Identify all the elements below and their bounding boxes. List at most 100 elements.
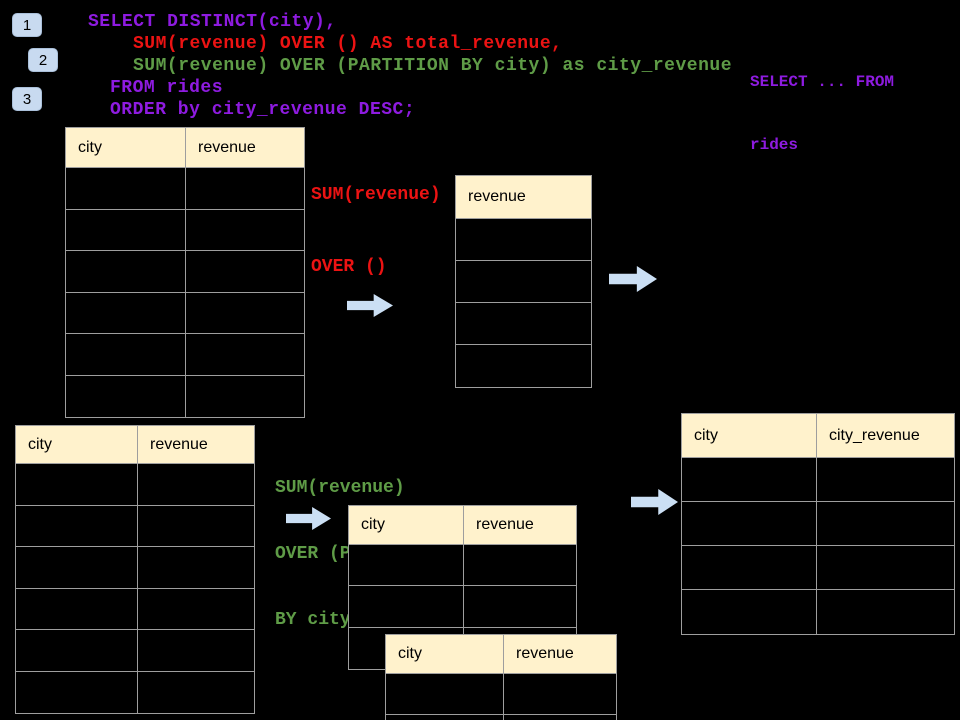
table-cell <box>682 546 817 590</box>
table-cell <box>186 376 304 418</box>
table-cell <box>186 251 304 293</box>
table-row <box>682 458 954 502</box>
table-cell <box>186 334 304 376</box>
table-cell <box>456 219 591 261</box>
table-row <box>16 630 254 672</box>
step-badge-1: 1 <box>12 13 42 37</box>
table-cell <box>138 589 254 630</box>
table-cell <box>138 547 254 589</box>
annotation-over-partition-line-1: SUM(revenue) <box>275 478 405 498</box>
table-cell <box>456 345 591 387</box>
table-cell <box>464 586 576 628</box>
table-row <box>16 588 254 630</box>
table-row <box>349 586 576 628</box>
table-cell <box>817 502 954 546</box>
table-cell <box>16 505 138 547</box>
table-cell <box>349 545 464 587</box>
column-header: city_revenue <box>817 414 954 458</box>
table-row <box>66 292 304 334</box>
table-row <box>66 168 304 210</box>
column-header: city <box>386 635 504 674</box>
table-cell <box>682 502 817 546</box>
sql-code-line-2: SUM(revenue) OVER () AS total_revenue, <box>133 34 563 54</box>
table-cell <box>504 674 616 715</box>
column-header: city <box>682 414 817 458</box>
table-total-revenue: revenue <box>455 175 592 388</box>
table-row <box>682 502 954 546</box>
column-header: revenue <box>138 426 254 464</box>
table-cell <box>349 586 464 628</box>
annotation-over-total: SUM(revenue) OVER () <box>311 135 441 327</box>
table-cell <box>138 630 254 672</box>
table-cell <box>817 458 954 502</box>
sql-code-line-3: SUM(revenue) OVER (PARTITION BY city) as… <box>133 56 732 76</box>
table-row <box>16 505 254 547</box>
step-badge-3: 3 <box>12 87 42 111</box>
column-header: revenue <box>464 506 576 545</box>
table-cell <box>504 715 616 720</box>
sql-code-line-4: FROM rides <box>110 78 224 98</box>
table-row <box>66 375 304 418</box>
table-cell <box>138 506 254 547</box>
sql-code-line-5: ORDER by city_revenue DESC; <box>110 100 416 120</box>
table-row <box>16 464 254 506</box>
table-cell <box>16 630 138 672</box>
column-header: city <box>349 506 464 545</box>
sql-side-note: SELECT ... FROM rides <box>750 30 894 198</box>
table-header-row: revenue <box>456 176 591 219</box>
column-header: revenue <box>504 635 616 674</box>
table-cell <box>464 545 576 587</box>
annotation-over-total-line-2: OVER () <box>311 257 387 277</box>
table-cell <box>138 672 254 714</box>
table-cell <box>186 210 304 251</box>
sql-side-note-line-1: SELECT ... FROM <box>750 73 895 91</box>
table-row <box>456 261 591 303</box>
column-header: revenue <box>186 128 304 168</box>
table-row <box>386 715 616 720</box>
table-row <box>16 671 254 714</box>
sql-side-note-line-2: rides <box>750 136 799 154</box>
table-row <box>16 547 254 589</box>
table-cell <box>682 590 817 634</box>
arrow-from-total-icon <box>609 266 657 292</box>
step-badge-2: 2 <box>28 48 58 72</box>
table-cell <box>186 293 304 334</box>
table-cell <box>386 715 504 720</box>
table-row <box>682 546 954 590</box>
table-cell <box>66 292 186 334</box>
annotation-over-partition-line-3: BY city) <box>275 610 362 630</box>
table-cell <box>386 674 504 715</box>
table-cell <box>817 590 954 634</box>
table-cell <box>456 303 591 345</box>
table-row <box>682 590 954 634</box>
table-row <box>456 219 591 261</box>
column-header: revenue <box>456 176 591 219</box>
sql-code-line-1: SELECT DISTINCT(city), <box>88 12 337 32</box>
table-cell <box>16 671 138 713</box>
table-row <box>386 674 616 715</box>
table-row <box>456 303 591 345</box>
table-cell <box>138 464 254 506</box>
column-header: city <box>66 128 186 168</box>
table-cell <box>66 251 186 293</box>
table-cell <box>66 334 186 376</box>
column-header: city <box>16 426 138 464</box>
table-cell <box>456 261 591 303</box>
table-cell <box>66 375 186 417</box>
table-row <box>456 345 591 387</box>
table-row <box>66 251 304 293</box>
table-cell <box>66 168 186 210</box>
table-cell <box>817 546 954 590</box>
annotation-over-total-line-1: SUM(revenue) <box>311 185 441 205</box>
table-cell <box>16 464 138 506</box>
